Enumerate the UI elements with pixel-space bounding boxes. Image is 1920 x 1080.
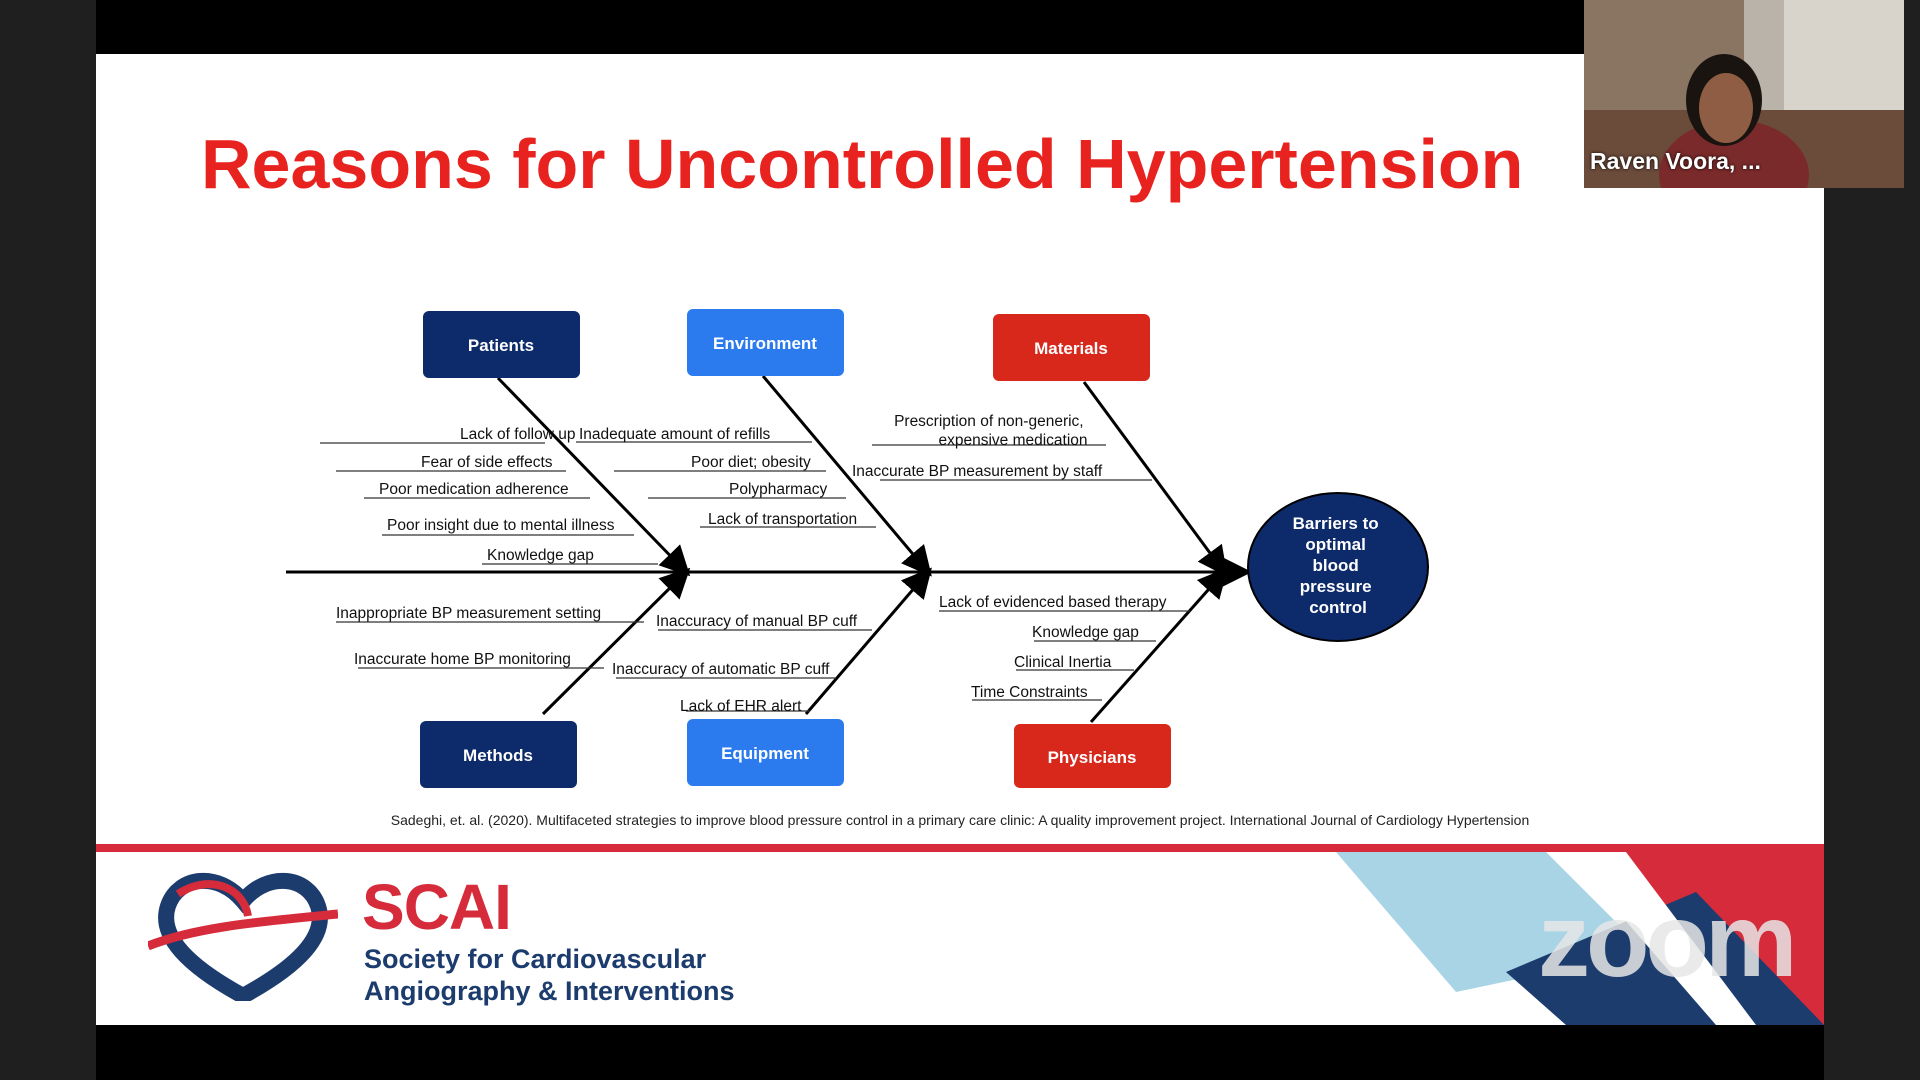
cause-label: Polypharmacy [729, 481, 827, 498]
bone-environment [761, 375, 932, 577]
participant-video-feed [1584, 0, 1904, 188]
bone-materials [1082, 381, 1228, 577]
cause-label: Prescription of non-generic, [894, 413, 1084, 430]
footer-stripe [96, 844, 1824, 852]
cause-label: expensive medication [938, 432, 1087, 449]
zoom-watermark: zoom [1538, 883, 1798, 999]
fishbone-diagram: Patients Environment Materials Methods E… [286, 309, 1429, 788]
cause-label: Fear of side effects [421, 454, 553, 471]
head-line-2: optimal [1305, 535, 1365, 554]
scai-org-line-1: Society for Cardiovascular [364, 944, 707, 974]
top-letterbox [96, 0, 1584, 54]
head-line-5: control [1309, 598, 1367, 617]
cause-label: Time Constraints [971, 684, 1088, 701]
cause-label: Inappropriate BP measurement setting [336, 605, 601, 622]
bone-methods [541, 567, 691, 716]
cause-label: Lack of evidenced based therapy [939, 594, 1167, 611]
scai-org-line-2: Angiography & Interventions [364, 976, 735, 1006]
right-gutter [1824, 188, 1920, 1080]
cause-label: Poor diet; obesity [691, 454, 811, 471]
cause-label: Inadequate amount of refills [579, 426, 771, 443]
head-line-3: blood [1313, 556, 1359, 575]
diagram-head: Barriers to optimal blood pressure contr… [1247, 492, 1429, 642]
head-line-4: pressure [1300, 577, 1372, 596]
cause-label: Poor medication adherence [379, 481, 569, 498]
footer-decorative-shapes [1336, 852, 1824, 1025]
cause-label: Knowledge gap [1032, 624, 1139, 641]
cause-label: Inaccurate home BP monitoring [354, 651, 571, 668]
cause-label: Inaccuracy of manual BP cuff [656, 613, 858, 630]
bone-physicians [1089, 567, 1228, 723]
scai-heart-logo-icon [148, 872, 338, 1001]
slide-title: Reasons for Uncontrolled Hypertension [201, 125, 1524, 203]
head-line-1: Barriers to [1293, 514, 1379, 533]
category-box-environment: Environment [687, 309, 844, 376]
category-box-physicians: Physicians [1014, 724, 1171, 788]
citation: Sadeghi, et. al. (2020). Multifaceted st… [390, 812, 1530, 828]
category-box-equipment: Equipment [687, 719, 844, 786]
cause-label: Lack of follow up [460, 426, 575, 443]
cause-label-group: Prescription of non-generic, expensive m… [894, 413, 1088, 449]
participant-video-tile[interactable]: Raven Voora, ... [1584, 0, 1904, 188]
cause-label: Inaccurate BP measurement by staff [852, 463, 1103, 480]
shared-slide: Reasons for Uncontrolled Hypertension [96, 54, 1824, 1025]
category-label-environment: Environment [713, 334, 817, 353]
category-label-patients: Patients [468, 336, 534, 355]
category-box-methods: Methods [420, 721, 577, 788]
bone-patients [496, 376, 691, 577]
cause-label: Inaccuracy of automatic BP cuff [612, 661, 830, 678]
category-label-physicians: Physicians [1048, 748, 1137, 767]
cause-label: Lack of transportation [708, 511, 857, 528]
scai-wordmark: SCAI [362, 871, 512, 943]
svg-text:Barriers to optimal: Barriers to optimal blood pressure contr… [1293, 514, 1384, 617]
cause-label: Knowledge gap [487, 547, 594, 564]
bottom-letterbox [96, 1025, 1824, 1080]
cause-label: Lack of EHR alert [680, 698, 802, 715]
cause-underlines [320, 441, 1190, 712]
participant-name: Raven Voora, ... [1590, 148, 1761, 174]
category-box-patients: Patients [423, 311, 580, 378]
cause-label: Poor insight due to mental illness [387, 517, 615, 534]
category-label-methods: Methods [463, 746, 533, 765]
cause-label: Clinical Inertia [1014, 654, 1112, 671]
slide-footer: SCAI Society for Cardiovascular Angiogra… [96, 852, 1824, 1025]
category-box-materials: Materials [993, 314, 1150, 381]
category-label-materials: Materials [1034, 339, 1108, 358]
bone-equipment [804, 567, 932, 715]
category-label-equipment: Equipment [721, 744, 809, 763]
cause-labels: Lack of follow up Fear of side effects P… [336, 413, 1167, 715]
